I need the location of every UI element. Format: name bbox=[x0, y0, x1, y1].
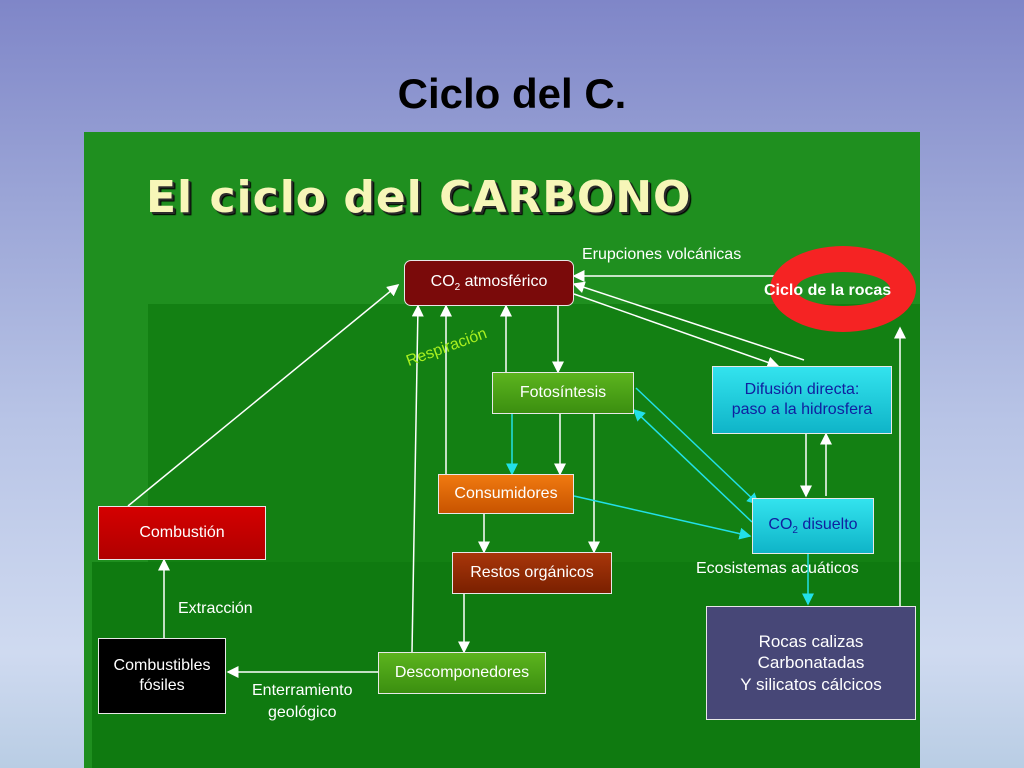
label-enterramiento: Enterramiento geológico bbox=[252, 682, 353, 722]
node-combustibles-fosiles: Combustibles fósiles bbox=[98, 638, 226, 714]
label-erupciones: Erupciones volcánicas bbox=[582, 246, 742, 263]
node-difusion-directa: Difusión directa: paso a la hidrosfera bbox=[712, 366, 892, 434]
node-co2-disuelto: CO2 disuelto bbox=[752, 498, 874, 554]
label-extraccion: Extracción bbox=[178, 600, 253, 617]
node-fotosintesis: Fotosíntesis bbox=[492, 372, 634, 414]
node-descomponedores: Descomponedores bbox=[378, 652, 546, 694]
arrow-difusion-to-co2 bbox=[572, 281, 805, 361]
arrow-descomp-to-co2 bbox=[411, 304, 424, 653]
arrow-cyan-disuelto-to-foto bbox=[632, 408, 753, 523]
node-restos-organicos: Restos orgánicos bbox=[452, 552, 612, 594]
ciclo-rocas-label: Ciclo de la rocas bbox=[764, 282, 892, 299]
arrow-cyan-consum-to-disuelto bbox=[573, 495, 752, 540]
node-consumidores: Consumidores bbox=[438, 474, 574, 514]
diagram-panel: El ciclo del CARBONO bbox=[84, 132, 920, 768]
label-ecosistemas: Ecosistemas acuáticos bbox=[696, 560, 859, 577]
arrow-co2-to-difusion bbox=[573, 293, 780, 369]
node-combustion: Combustión bbox=[98, 506, 266, 560]
node-rocas-calizas: Rocas calizas Carbonatadas Y silicatos c… bbox=[706, 606, 916, 720]
arrow-cyan-foto-to-disuelto bbox=[635, 387, 760, 506]
arrows-layer bbox=[127, 270, 906, 678]
slide-title: Ciclo del C. bbox=[397, 70, 627, 117]
diagram-title: El ciclo del CARBONO bbox=[146, 172, 692, 223]
arrow-combustion-to-co2 bbox=[127, 284, 400, 507]
node-co2-atmosferico: CO2 atmosférico bbox=[404, 260, 574, 306]
